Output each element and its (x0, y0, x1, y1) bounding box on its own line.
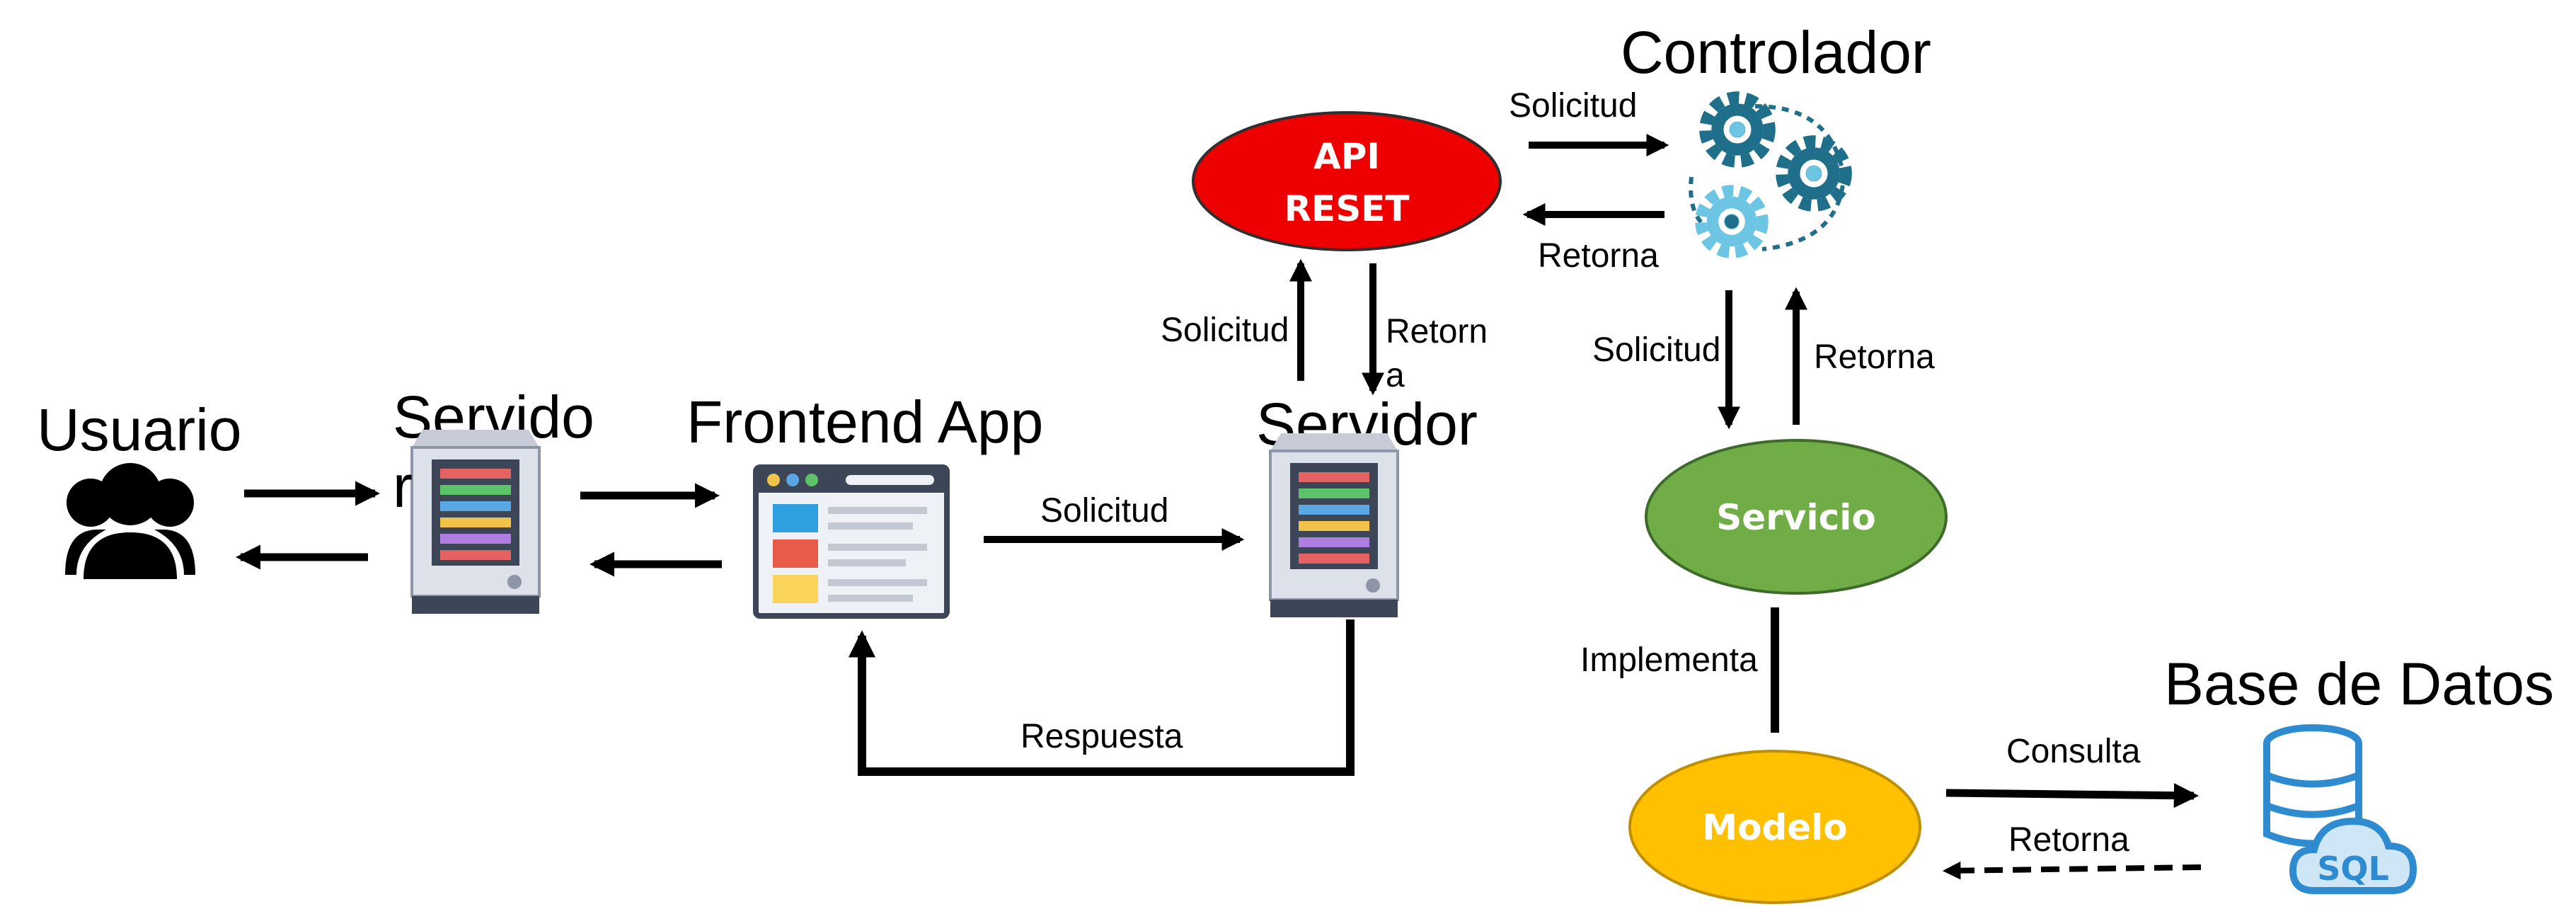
edge-label-retorna-wrap: a (1386, 357, 1405, 394)
edge-label-retorna: Retorna (2008, 821, 2129, 859)
edge-label-solicitud: Solicitud (1040, 492, 1168, 530)
api-reset-node (1192, 111, 1502, 251)
edge-label-respuesta: Respuesta (1020, 718, 1183, 755)
modelo-label: Modelo (1702, 807, 1847, 848)
edge-label-consulta: Consulta (2006, 733, 2141, 770)
svg-text:SQL: SQL (2317, 850, 2389, 888)
users-group-icon (65, 463, 195, 579)
edge-label-solicitud: Solicitud (1161, 311, 1289, 349)
browser-window-icon (753, 464, 950, 619)
arrow-respuesta (848, 619, 1355, 776)
edge-label-retorna: Retorna (1814, 338, 1935, 376)
edge-label-solicitud: Solicitud (1509, 87, 1637, 125)
frontend-label: Frontend App (686, 389, 1043, 455)
edge-label-solicitud: Solicitud (1592, 331, 1720, 369)
gears-icon (1689, 98, 1846, 253)
modelo-node (1628, 750, 1921, 904)
arrow-modelo-to-db (1945, 783, 2200, 808)
controlador-label: Controlador (1621, 19, 1931, 86)
sql-database-icon: SQL (2263, 724, 2417, 894)
edge-label-retorna: Retorn (1386, 313, 1488, 350)
servicio-label: Servicio (1716, 497, 1875, 538)
server-icon (410, 428, 541, 615)
servidor-left-label-line2: r (393, 453, 413, 520)
api-reset-label-line2: RESET (1284, 188, 1410, 229)
servicio-node (1645, 439, 1948, 595)
usuario-label: Usuario (37, 396, 241, 463)
api-reset-label-line1: API (1313, 136, 1380, 177)
server-icon (1269, 432, 1399, 619)
base-de-datos-label: Base de Datos (2164, 651, 2554, 717)
edge-label-implementa: Implementa (1580, 641, 1758, 679)
edge-label-retorna: Retorna (1538, 237, 1659, 275)
arrow-db-to-modelo (1942, 861, 2202, 880)
